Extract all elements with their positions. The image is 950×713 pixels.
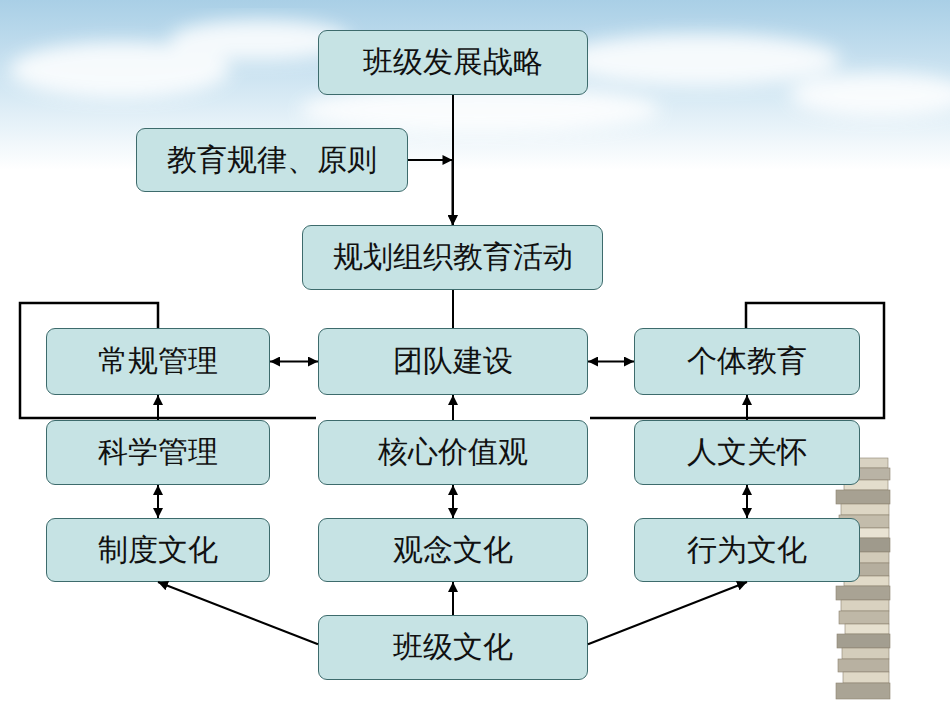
connector-arrow bbox=[746, 485, 748, 518]
box-label: 团队建设 bbox=[393, 344, 513, 379]
box-label: 常规管理 bbox=[98, 344, 218, 379]
connector-arrow bbox=[157, 395, 159, 420]
process-box: 教育规律、原则 bbox=[136, 128, 408, 192]
process-box: 科学管理 bbox=[46, 420, 270, 485]
connector-arrow bbox=[408, 160, 453, 225]
connector-arrow bbox=[452, 395, 454, 420]
process-box: 观念文化 bbox=[318, 518, 588, 582]
process-box: 行为文化 bbox=[634, 518, 860, 582]
junction-arrowhead bbox=[443, 155, 453, 165]
box-label: 班级发展战略 bbox=[363, 45, 543, 80]
box-label: 观念文化 bbox=[393, 533, 513, 568]
clouds bbox=[10, 20, 950, 134]
connector-arrow bbox=[452, 582, 454, 615]
process-box: 核心价值观 bbox=[318, 420, 588, 485]
connector-arrow bbox=[452, 290, 454, 328]
box-label: 规划组织教育活动 bbox=[333, 240, 573, 275]
loop-bracket bbox=[20, 303, 316, 418]
box-label: 核心价值观 bbox=[378, 435, 528, 470]
process-box: 团队建设 bbox=[318, 328, 588, 395]
box-label: 人文关怀 bbox=[687, 435, 807, 470]
connector-arrow bbox=[452, 95, 454, 225]
process-box: 规划组织教育活动 bbox=[302, 225, 603, 290]
box-label: 个体教育 bbox=[687, 344, 807, 379]
connector-arrow bbox=[270, 361, 318, 363]
connector-arrow bbox=[588, 582, 747, 644]
process-box: 人文关怀 bbox=[634, 420, 860, 485]
box-label: 制度文化 bbox=[98, 533, 218, 568]
box-label: 行为文化 bbox=[687, 533, 807, 568]
box-label: 科学管理 bbox=[98, 435, 218, 470]
process-box: 制度文化 bbox=[46, 518, 270, 582]
process-box: 班级发展战略 bbox=[318, 30, 588, 95]
connector-arrow bbox=[452, 485, 454, 518]
connector-arrow bbox=[588, 361, 634, 363]
connector-arrow bbox=[158, 582, 318, 644]
process-box: 班级文化 bbox=[318, 615, 588, 680]
process-box: 常规管理 bbox=[46, 328, 270, 395]
loop-bracket bbox=[590, 303, 884, 418]
connector-arrow bbox=[746, 395, 748, 420]
box-label: 班级文化 bbox=[393, 630, 513, 665]
box-label: 教育规律、原则 bbox=[167, 143, 377, 178]
connector-arrow bbox=[157, 485, 159, 518]
process-box: 个体教育 bbox=[634, 328, 860, 395]
